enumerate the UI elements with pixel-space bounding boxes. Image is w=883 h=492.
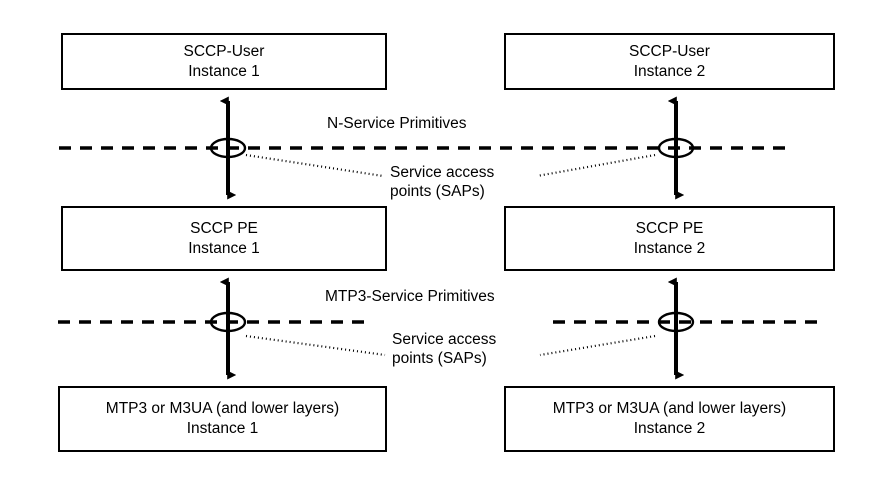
- leader-lower-right: [539, 334, 656, 357]
- box-sccp-pe-1-line2: Instance 1: [188, 239, 260, 257]
- sap-marker-lower-left: [209, 311, 247, 333]
- leader-upper-left: [245, 153, 384, 178]
- label-sap-upper: Service access points (SAPs): [390, 163, 494, 201]
- sap-marker-upper-right: [657, 137, 695, 159]
- sap-marker-lower-right: [657, 311, 695, 333]
- box-sccp-user-2-line2: Instance 2: [633, 62, 706, 80]
- box-sccp-pe-2-line2: Instance 2: [633, 239, 706, 257]
- box-sccp-pe-2-line1: SCCP PE: [635, 219, 704, 237]
- box-sccp-user-1: SCCP-User Instance 1: [61, 33, 387, 90]
- box-mtp3-2-line1: MTP3 or M3UA (and lower layers): [552, 400, 787, 417]
- box-mtp3-1-line2: Instance 1: [186, 420, 259, 437]
- sap-marker-upper-left: [209, 137, 247, 159]
- leader-lower-left: [245, 334, 386, 357]
- box-sccp-pe-1-line1: SCCP PE: [190, 219, 258, 237]
- boundary-lines-group: [58, 146, 825, 324]
- label-sap-lower: Service access points (SAPs): [392, 330, 496, 368]
- label-sap-upper-line1: Service access: [390, 164, 495, 181]
- primitive-arrows-group: [219, 96, 685, 380]
- box-sccp-user-2: SCCP-User Instance 2: [504, 33, 835, 90]
- box-mtp3-1-line1: MTP3 or M3UA (and lower layers): [105, 400, 340, 417]
- label-sap-lower-line1: Service access: [392, 331, 497, 348]
- box-sccp-pe-2: SCCP PE Instance 2: [504, 206, 835, 271]
- leader-upper-right: [536, 153, 656, 178]
- sap-markers-group: [209, 137, 695, 333]
- box-sccp-user-2-line1: SCCP-User: [629, 42, 710, 60]
- box-mtp3-2-line2: Instance 2: [633, 420, 706, 437]
- box-sccp-pe-1: SCCP PE Instance 1: [61, 206, 387, 271]
- label-n-service-primitives: N-Service Primitives: [327, 115, 467, 132]
- box-mtp3-2: MTP3 or M3UA (and lower layers) Instance…: [504, 386, 835, 452]
- box-mtp3-1: MTP3 or M3UA (and lower layers) Instance…: [58, 386, 387, 452]
- label-mtp3-service-primitives: MTP3-Service Primitives: [325, 288, 495, 305]
- label-sap-upper-line2: points (SAPs): [390, 183, 485, 200]
- sap-leader-lines-group: [245, 153, 656, 357]
- box-sccp-user-1-line2: Instance 1: [188, 62, 260, 80]
- box-sccp-user-1-line1: SCCP-User: [183, 42, 265, 60]
- label-sap-lower-line2: points (SAPs): [392, 350, 487, 367]
